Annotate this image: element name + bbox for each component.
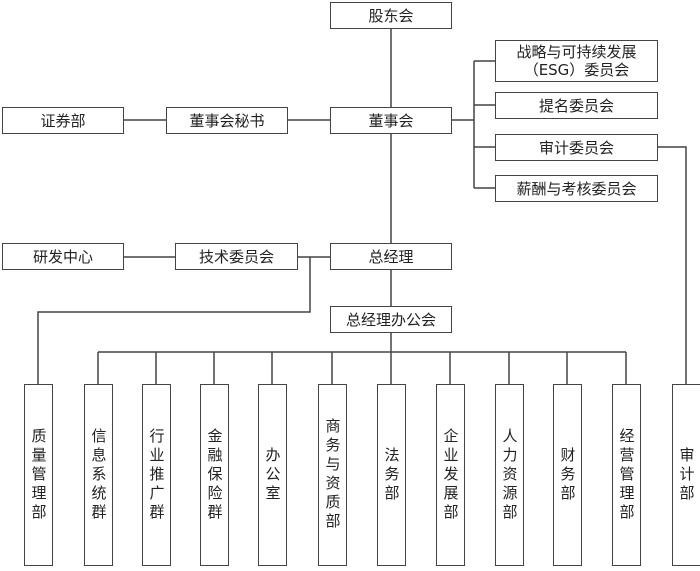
audit-committee-box: 审计委员会 xyxy=(495,134,658,161)
dept-box: 商务与资质部 xyxy=(318,384,347,566)
dept-box: 行业推广群 xyxy=(142,384,171,566)
securities-dept-box: 证券部 xyxy=(2,107,124,134)
dept-box: 信息系统群 xyxy=(84,384,113,566)
shareholders-box: 股东会 xyxy=(330,2,452,29)
dept-box: 经营管理部 xyxy=(612,384,641,566)
gm-office-meeting-box: 总经理办公会 xyxy=(330,306,452,333)
board-secretary-box: 董事会秘书 xyxy=(166,107,288,134)
dept-box: 办公室 xyxy=(258,384,287,566)
nomination-committee-box: 提名委员会 xyxy=(495,92,658,119)
audit-dept-box: 审计部 xyxy=(672,384,700,566)
board-box: 董事会 xyxy=(330,107,452,134)
dept-box: 法务部 xyxy=(377,384,406,566)
dept-box: 财务部 xyxy=(553,384,582,566)
esg-committee-box: 战略与可持续发展（ESG）委员会 xyxy=(495,40,658,82)
dept-box: 金融保险群 xyxy=(200,384,229,566)
rd-center-box: 研发中心 xyxy=(2,243,124,270)
tech-committee-box: 技术委员会 xyxy=(175,243,298,270)
dept-box: 人力资源部 xyxy=(495,384,524,566)
dept-box: 企业发展部 xyxy=(436,384,465,566)
dept-box: 质量管理部 xyxy=(24,384,53,566)
general-manager-box: 总经理 xyxy=(330,243,452,270)
compensation-committee-box: 薪酬与考核委员会 xyxy=(495,175,658,202)
